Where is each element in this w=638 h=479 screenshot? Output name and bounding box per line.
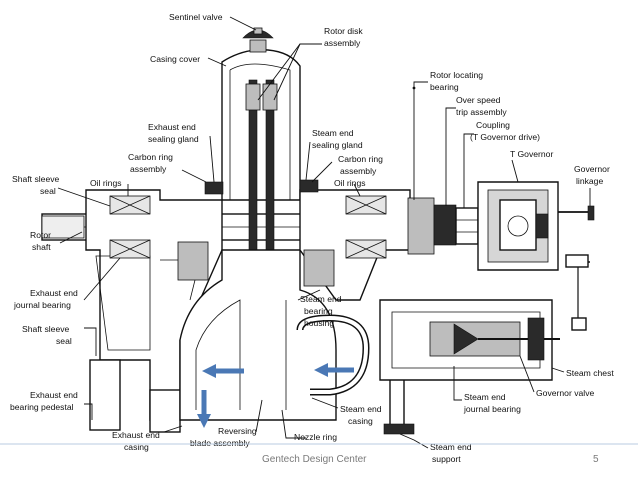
label-exhaust-gland-2: sealing gland [148,134,199,144]
label-shaft-sleeve-top-2: seal [40,186,56,196]
sentinel-valve [242,27,274,53]
label-oil-rings-left: Oil rings [90,178,122,188]
label-casing-cover: Casing cover [150,54,200,64]
rotor-locating-bearing [407,197,435,255]
label-governor-linkage-1: Governor [574,164,610,174]
page-number: 5 [593,454,599,465]
label-shaft-sleeve-bottom-1: Shaft sleeve [22,324,70,334]
label-oil-rings-right: Oil rings [334,178,366,188]
footer-text: Gentech Design Center [262,454,367,465]
label-steam-housing-2: bearing [304,306,333,316]
label-rotor-disk-assembly-2: assembly [324,38,361,48]
label-rotor-locating-bearing-1: Rotor locating [430,70,483,80]
label-carbon-ring-left-1: Carbon ring [128,152,173,162]
label-shaft-sleeve-top-1: Shaft sleeve [12,174,60,184]
label-rotor-shaft-2: shaft [32,242,51,252]
label-steam-journal-2: journal bearing [463,404,521,414]
label-carbon-ring-left-2: assembly [130,164,167,174]
label-governor-valve: Governor valve [536,388,594,398]
label-steam-housing-3: housing [304,318,334,328]
label-exhaust-journal-2: journal bearing [13,300,71,310]
label-coupling-1: Coupling [476,120,510,130]
label-rotor-locating-bearing-2: bearing [430,82,459,92]
label-steam-casing-1: Steam end [340,404,382,414]
label-over-speed-1: Over speed [456,95,501,105]
label-exhaust-pedestal-2: bearing pedestal [10,402,74,412]
exhaust-end-sealing-gland [204,181,224,195]
label-steam-housing-1: Steam end [300,294,342,304]
leader-lines [57,16,591,449]
label-exhaust-gland-1: Exhaust end [148,122,196,132]
label-nozzle-ring: Nozzle ring [294,432,337,442]
label-exhaust-casing-2: casing [124,442,149,452]
label-carbon-ring-right-2: assembly [340,166,377,176]
label-over-speed-2: trip assembly [456,107,507,117]
label-steam-support-1: Steam end [430,442,472,452]
label-steam-chest: Steam chest [566,368,614,378]
label-shaft-sleeve-bottom-2: seal [56,336,72,346]
label-exhaust-journal-1: Exhaust end [30,288,78,298]
turbine-drawing [41,27,595,435]
coupling [455,207,479,245]
label-carbon-ring-right-1: Carbon ring [338,154,383,164]
slide-footer: Gentech Design Center 5 [0,443,638,465]
exhaust-end-casing [179,249,337,421]
governor-valve [429,317,560,361]
callout-labels: Sentinel valve Rotor disk assembly Casin… [10,12,614,464]
label-coupling-2: (T Governor drive) [470,132,540,142]
label-steam-casing-2: casing [348,416,373,426]
label-governor-linkage-2: linkage [576,176,603,186]
label-steam-gland-2: sealing gland [312,140,363,150]
label-reversing-1: Reversing [218,426,257,436]
label-exhaust-pedestal-1: Exhaust end [30,390,78,400]
casing-cover [221,49,301,201]
label-exhaust-casing-1: Exhaust end [112,430,160,440]
steam-flow-arrows [197,363,354,428]
label-t-governor: T Governor [510,149,553,159]
label-rotor-shaft-1: Rotor [30,230,51,240]
label-steam-support-2: support [432,454,461,464]
label-steam-journal-1: Steam end [464,392,506,402]
label-steam-gland-1: Steam end [312,128,354,138]
steam-end-sealing-gland [299,179,319,193]
over-speed-trip-assembly [433,204,457,246]
label-sentinel-valve: Sentinel valve [169,12,223,22]
label-rotor-disk-assembly-1: Rotor disk [324,26,363,36]
label-reversing-2: blade assembly [190,438,250,448]
t-governor [477,181,559,271]
governor-linkage [558,205,595,331]
